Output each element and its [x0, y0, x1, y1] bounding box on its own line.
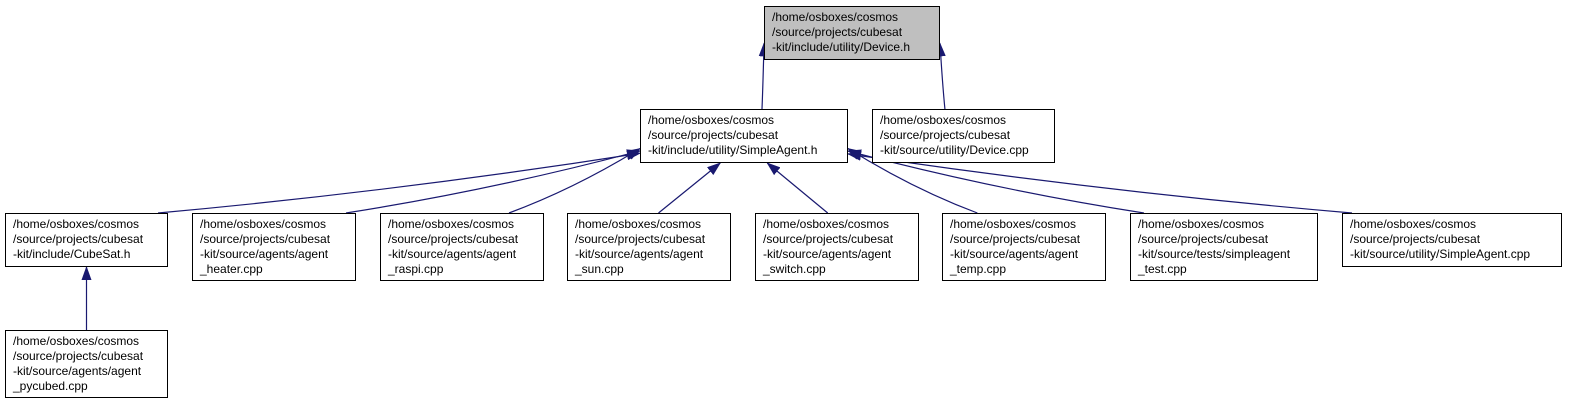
node-label-line: /source/projects/cubesat — [388, 232, 519, 246]
node-label-line: -kit/source/agents/agent — [575, 247, 704, 261]
node-agent-sun[interactable]: /home/osboxes/cosmos/source/projects/cub… — [567, 213, 731, 281]
node-label-line: _raspi.cpp — [388, 262, 444, 276]
node-label-line: /source/projects/cubesat — [950, 232, 1081, 246]
edge-agent-temp-to-simpleagent-h — [847, 147, 978, 214]
edge-simpleagent-h-to-device-h — [758, 42, 769, 110]
node-label-line: -kit/include/utility/SimpleAgent.h — [648, 143, 818, 157]
node-agent-heater[interactable]: /home/osboxes/cosmos/source/projects/cub… — [192, 213, 356, 281]
node-label-line: /source/projects/cubesat — [200, 232, 331, 246]
node-agent-pycubed[interactable]: /home/osboxes/cosmos/source/projects/cub… — [5, 330, 168, 398]
node-label-line: /source/projects/cubesat — [1350, 232, 1481, 246]
node-label-line: /home/osboxes/cosmos — [880, 113, 1007, 127]
node-label-line: -kit/source/utility/Device.cpp — [880, 143, 1029, 157]
node-label-line: /home/osboxes/cosmos — [1138, 217, 1265, 231]
node-label-line: /source/projects/cubesat — [575, 232, 706, 246]
node-simpleagent-cpp[interactable]: /home/osboxes/cosmos/source/projects/cub… — [1342, 213, 1562, 267]
node-label-line: -kit/source/agents/agent — [763, 247, 892, 261]
edge-agent-sun-to-simpleagent-h — [658, 162, 722, 214]
node-device-cpp[interactable]: /home/osboxes/cosmos/source/projects/cub… — [872, 109, 1055, 163]
node-simpleagent-h[interactable]: /home/osboxes/cosmos/source/projects/cub… — [640, 109, 848, 163]
node-label-line: /source/projects/cubesat — [880, 128, 1011, 142]
node-label-line: /home/osboxes/cosmos — [575, 217, 702, 231]
node-label-line: _test.cpp — [1138, 262, 1187, 276]
node-agent-temp[interactable]: /home/osboxes/cosmos/source/projects/cub… — [942, 213, 1106, 281]
node-cubesat-h[interactable]: /home/osboxes/cosmos/source/projects/cub… — [5, 213, 168, 267]
node-label-line: -kit/source/agents/agent — [13, 364, 142, 378]
node-label-line: /home/osboxes/cosmos — [13, 217, 140, 231]
node-label-line: /source/projects/cubesat — [1138, 232, 1269, 246]
node-device-h[interactable]: /home/osboxes/cosmos/source/projects/cub… — [764, 6, 940, 60]
node-label-line: /source/projects/cubesat — [648, 128, 779, 142]
node-label-line: -kit/source/tests/simpleagent — [1138, 247, 1291, 261]
node-agent-raspi[interactable]: /home/osboxes/cosmos/source/projects/cub… — [380, 213, 544, 281]
edge-device-cpp-to-device-h — [935, 42, 946, 110]
node-label-line: /source/projects/cubesat — [772, 25, 903, 39]
node-label-line: /home/osboxes/cosmos — [388, 217, 515, 231]
edge-cubesat-h-to-simpleagent-h — [157, 150, 641, 214]
node-label-line: -kit/source/agents/agent — [950, 247, 1079, 261]
node-agent-switch[interactable]: /home/osboxes/cosmos/source/projects/cub… — [755, 213, 919, 281]
node-label-line: /home/osboxes/cosmos — [950, 217, 1077, 231]
node-label-line: -kit/source/agents/agent — [388, 247, 517, 261]
node-label-line: _switch.cpp — [763, 262, 826, 276]
node-label-line: _pycubed.cpp — [13, 379, 88, 393]
node-label-line: -kit/source/agents/agent — [200, 247, 329, 261]
edge-agent-heater-to-simpleagent-h — [345, 149, 641, 214]
node-label-line: /home/osboxes/cosmos — [648, 113, 775, 127]
node-label-line: /home/osboxes/cosmos — [763, 217, 890, 231]
node-label-line: _heater.cpp — [200, 262, 263, 276]
node-label-line: _temp.cpp — [950, 262, 1007, 276]
node-label-line: /source/projects/cubesat — [13, 349, 144, 363]
edge-agent-raspi-to-simpleagent-h — [508, 148, 641, 214]
node-label-line: -kit/include/utility/Device.h — [772, 40, 911, 54]
node-label-line: _sun.cpp — [575, 262, 624, 276]
node-label-line: -kit/include/CubeSat.h — [13, 247, 131, 261]
node-simpleagent-test[interactable]: /home/osboxes/cosmos/source/projects/cub… — [1130, 213, 1318, 281]
node-label-line: /source/projects/cubesat — [763, 232, 894, 246]
node-label-line: -kit/source/utility/SimpleAgent.cpp — [1350, 247, 1531, 261]
node-label-line: /source/projects/cubesat — [13, 232, 144, 246]
node-label-line: /home/osboxes/cosmos — [200, 217, 327, 231]
edge-simpleagent-cpp-to-simpleagent-h — [847, 150, 1353, 214]
edge-agent-switch-to-simpleagent-h — [766, 162, 829, 214]
node-label-line: /home/osboxes/cosmos — [772, 10, 899, 24]
node-label-line: /home/osboxes/cosmos — [1350, 217, 1477, 231]
node-label-line: /home/osboxes/cosmos — [13, 334, 140, 348]
